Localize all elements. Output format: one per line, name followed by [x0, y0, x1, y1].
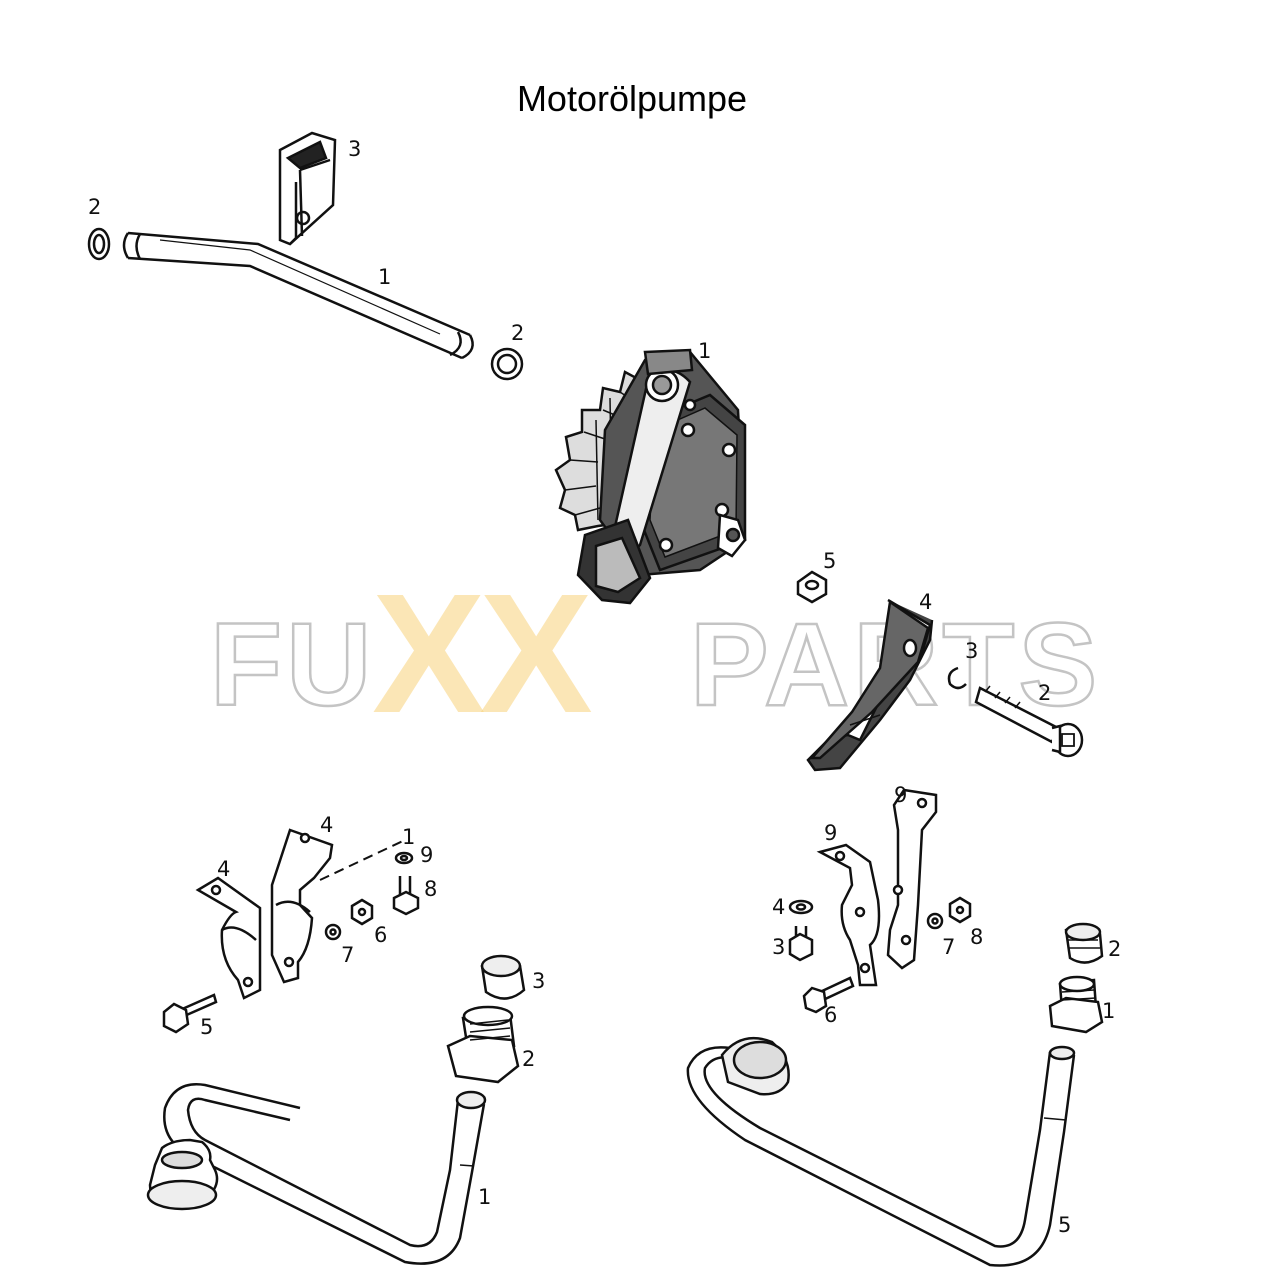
callout-lock-washer: 3	[965, 639, 978, 663]
clamp-4-front	[195, 876, 262, 1000]
fitting-1	[1048, 975, 1104, 1034]
clamp-4-back	[270, 828, 334, 984]
callout-lock-washer-right: 7	[942, 935, 955, 959]
callout-fitting: 2	[522, 1047, 535, 1071]
callout-assembly-ref: 1	[402, 825, 415, 849]
callout-nut: 5	[823, 549, 836, 573]
suction-tube-right	[686, 922, 1104, 1267]
callout-bolt-right-6: 6	[824, 1003, 837, 1027]
seal-ring-right	[490, 347, 524, 381]
pump-housing	[598, 350, 747, 577]
callout-cap: 3	[532, 969, 545, 993]
bolt-8	[392, 876, 420, 916]
pump-outlet	[576, 518, 652, 605]
callout-clamp-tall: 9	[894, 783, 907, 807]
lock-washer-3	[947, 666, 967, 690]
suction-tube-left	[146, 954, 526, 1265]
callout-seal-ring-right: 2	[511, 321, 524, 345]
callout-cap-screw: 2	[1038, 681, 1051, 705]
callout-nut-left: 6	[374, 923, 387, 947]
callout-bolt: 8	[424, 877, 437, 901]
watermark-prefix: FU	[210, 599, 375, 731]
callout-washer: 9	[420, 843, 433, 867]
callout-clamp-back: 4	[320, 813, 333, 837]
seal-ring-left	[87, 227, 111, 261]
cap-2	[1064, 922, 1104, 964]
callout-pipe-right: 5	[1058, 1213, 1071, 1237]
callout-fitting-right: 1	[1102, 999, 1115, 1023]
lock-washer-7	[324, 923, 342, 941]
watermark: FU XX PARTS	[209, 559, 1099, 749]
washer-9	[394, 851, 414, 865]
oil-pipe	[122, 231, 474, 360]
callout-labels: 2 3 1 2 1 5 4 3 2 4 4 1 9 8 6 7 5 3 2 1 …	[88, 137, 1121, 1237]
cap-screw-2	[974, 685, 1084, 758]
oil-pump	[554, 348, 747, 605]
watermark-xx: XX	[372, 559, 591, 749]
diagram-title: Motorölpumpe	[516, 78, 748, 119]
nut-6	[350, 898, 374, 926]
pump-bracket-4	[806, 598, 934, 772]
clamp-group-right	[788, 788, 972, 1014]
callout-bracket: 3	[348, 137, 361, 161]
callout-lock-washer-left: 7	[341, 943, 354, 967]
clamp-9-tall	[886, 788, 938, 970]
callout-clamp-front: 4	[217, 857, 230, 881]
oil-pipe-assembly	[87, 131, 524, 381]
nut-5	[796, 570, 828, 604]
pipe-5-bent	[686, 1045, 1076, 1267]
nut-8	[948, 896, 972, 924]
washer-4	[788, 899, 814, 915]
callout-nut-right: 8	[970, 925, 983, 949]
strainer-dome	[720, 1036, 790, 1096]
cap-3	[480, 954, 526, 1000]
lock-washer-7	[926, 912, 944, 930]
callout-bolt-right: 3	[772, 935, 785, 959]
callout-pipe-left: 1	[478, 1185, 491, 1209]
clamp-group-left	[162, 828, 420, 1034]
callout-seal-ring-left: 2	[88, 195, 101, 219]
callout-clamp-front-right: 9	[824, 821, 837, 845]
bolt-5	[162, 993, 218, 1034]
strainer-bell	[146, 1138, 219, 1211]
callout-bolt-left: 5	[200, 1015, 213, 1039]
pump-bracket-group	[796, 570, 1084, 772]
callout-oil-pump: 1	[698, 339, 711, 363]
callout-pump-bracket: 4	[919, 590, 932, 614]
clamp-9-front	[816, 843, 881, 987]
callout-cap-right: 2	[1108, 937, 1121, 961]
mounting-bracket-3	[278, 131, 337, 246]
bolt-6	[802, 976, 855, 1014]
fitting-2	[446, 1005, 520, 1084]
callout-oil-pipe: 1	[378, 265, 391, 289]
bolt-3	[788, 926, 814, 962]
callout-washer-right: 4	[772, 895, 785, 919]
